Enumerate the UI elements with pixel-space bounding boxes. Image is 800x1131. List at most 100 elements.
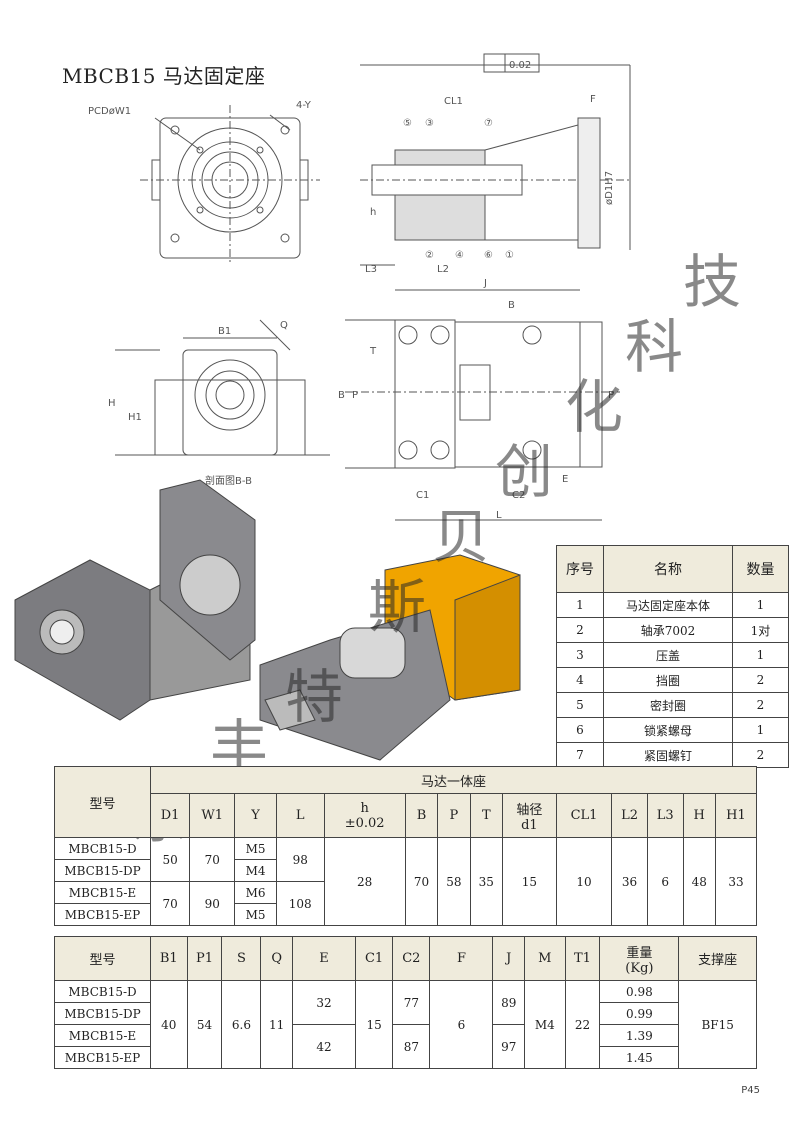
label-n7: ⑦ xyxy=(484,118,493,129)
cell: 6 xyxy=(646,837,684,926)
label-l3: L3 xyxy=(365,264,377,275)
cell: 1 xyxy=(556,592,604,618)
cell: M5 xyxy=(234,903,277,926)
spec1-col: Y xyxy=(234,793,277,838)
model-cell: MBCB15-EP xyxy=(54,1046,151,1069)
spec1-col: L xyxy=(275,793,325,838)
spec2-col: F xyxy=(429,936,494,981)
spec1-col: T xyxy=(469,793,504,838)
cell: 15 xyxy=(502,837,557,926)
model-cell: MBCB15-DP xyxy=(54,1002,151,1025)
label-b-left: B xyxy=(338,390,345,401)
cell: M4 xyxy=(524,980,566,1069)
cell: BF15 xyxy=(678,980,757,1069)
model-cell: MBCB15-DP xyxy=(54,859,151,882)
spec2-col: M xyxy=(524,936,566,981)
cell: 2 xyxy=(732,742,789,768)
spec2-col: 支撑座 xyxy=(678,936,757,981)
spec1-col: H xyxy=(682,793,716,838)
model-cell: MBCB15-E xyxy=(54,1024,151,1047)
spec2-col: C2 xyxy=(392,936,431,981)
label-b-top: B xyxy=(508,300,515,311)
spec1-col: L3 xyxy=(646,793,684,838)
spec1-col: 轴径 d1 xyxy=(502,793,557,838)
cell: 1 xyxy=(732,642,789,668)
cell: 1对 xyxy=(732,617,789,643)
label-l2: L2 xyxy=(437,264,449,275)
spec2-col: T1 xyxy=(564,936,601,981)
front-view xyxy=(140,105,320,265)
cell: 6 xyxy=(429,980,494,1069)
cell: 马达固定座本体 xyxy=(603,592,733,618)
cell: 1.39 xyxy=(599,1024,680,1047)
cell: 54 xyxy=(186,980,223,1069)
label-e: E xyxy=(562,474,568,485)
cell: M5 xyxy=(234,837,277,860)
label-c2: C2 xyxy=(512,490,525,501)
label-t: T xyxy=(369,346,377,357)
cell: 48 xyxy=(682,837,716,926)
spec1-col: L2 xyxy=(611,793,648,838)
table-row: MBCB15-DP 0.99 xyxy=(54,1002,757,1025)
cell: 紧固螺钉 xyxy=(603,742,733,768)
spec1-col: W1 xyxy=(189,793,236,838)
cell: M4 xyxy=(234,859,277,882)
spec2-col: Q xyxy=(260,936,293,981)
spec2-col: P1 xyxy=(186,936,223,981)
label-f: F xyxy=(590,94,596,105)
spec2-col: S xyxy=(221,936,262,981)
cell: 36 xyxy=(611,837,648,926)
label-n3: ③ xyxy=(425,118,434,129)
cell: 6.6 xyxy=(221,980,262,1069)
cell: 50 xyxy=(149,837,191,882)
label-h: h xyxy=(370,207,376,218)
cell: 1.45 xyxy=(599,1046,680,1069)
label-h1: H1 xyxy=(128,412,142,423)
cell: 5 xyxy=(556,692,604,718)
cell: 77 xyxy=(392,980,431,1025)
label-4y: 4-Y xyxy=(296,100,312,111)
parts-header-no: 序号 xyxy=(556,545,604,593)
table-row: MBCB15-DP M4 xyxy=(54,859,757,882)
label-p-right: P xyxy=(608,390,614,401)
label-p-left: P xyxy=(352,390,358,401)
cell: 轴承7002 xyxy=(603,617,733,643)
side-section-view xyxy=(360,53,631,291)
cell: 10 xyxy=(555,837,613,926)
label-d1h7: øD1H7 xyxy=(604,171,615,205)
label-b1: B1 xyxy=(218,326,231,337)
watermark-char: 化 xyxy=(565,373,624,441)
cell: 4 xyxy=(556,667,604,693)
watermark-char: 科 xyxy=(625,313,684,381)
spec1-col: H1 xyxy=(714,793,758,838)
cell: 40 xyxy=(150,980,188,1069)
label-section: 剖面图B-B xyxy=(205,474,252,487)
cell: 32 xyxy=(291,980,356,1025)
cell: 密封圈 xyxy=(603,692,733,718)
spec1-col: CL1 xyxy=(555,793,613,838)
cell: 97 xyxy=(492,1024,526,1069)
page-title: MBCB15 马达固定座 xyxy=(62,64,266,88)
table-row: MBCB15-D 40 54 6.6 11 32 15 77 6 89 M4 2… xyxy=(54,980,757,1069)
model-cell: MBCB15-EP xyxy=(54,903,151,926)
spec2-col: B1 xyxy=(150,936,188,981)
cell: 2 xyxy=(556,617,604,643)
spec1-col: P xyxy=(437,793,471,838)
spec-table-mounting: 型号 B1 P1 S Q E C1 C2 F J M T1 重量 (Kg) 支撑… xyxy=(54,936,757,1069)
cell: 90 xyxy=(189,881,236,926)
cell: 33 xyxy=(714,837,758,926)
cell: 70 xyxy=(149,881,191,926)
cell: 70 xyxy=(189,837,236,882)
cell: 35 xyxy=(469,837,504,926)
label-n5: ⑤ xyxy=(403,118,412,129)
cell: 1 xyxy=(732,717,789,743)
watermark-char: 斯 xyxy=(368,573,427,641)
cell: 2 xyxy=(732,692,789,718)
cell: 70 xyxy=(404,837,439,926)
spec1-col: B xyxy=(404,793,439,838)
cell: 42 xyxy=(291,1024,356,1069)
